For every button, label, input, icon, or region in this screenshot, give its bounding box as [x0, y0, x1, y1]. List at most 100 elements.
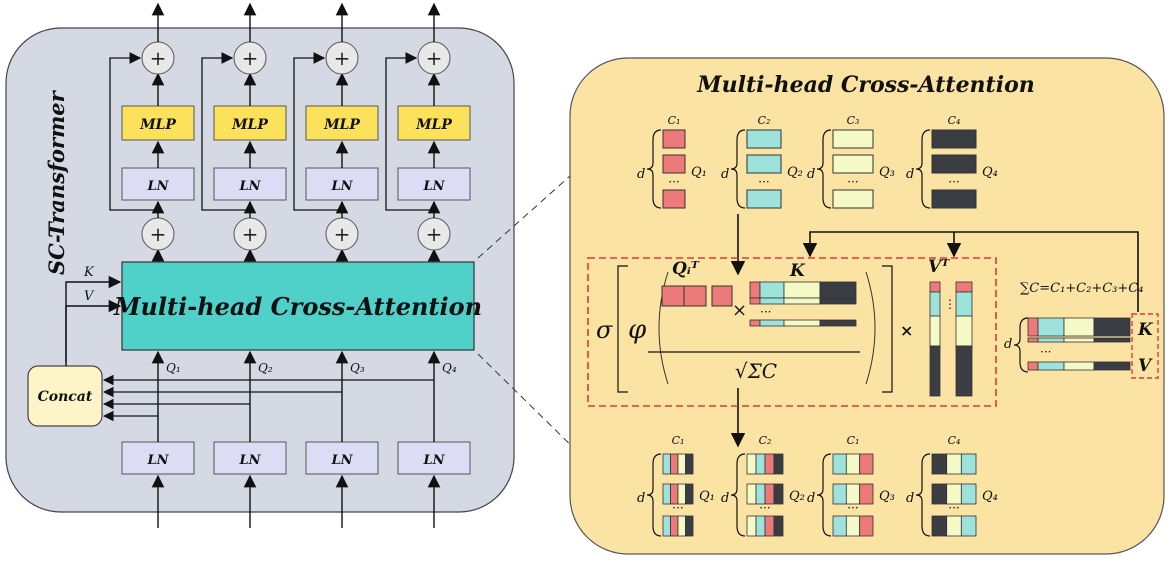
formula-matrices: ⋮···⋮ [661, 281, 973, 397]
output-cell [677, 515, 686, 537]
add-symbol: + [150, 222, 167, 246]
output-cell [845, 515, 861, 537]
v-label: V [84, 289, 95, 304]
c-label: C₁ [672, 434, 685, 447]
kv-cell [1063, 361, 1095, 371]
v-vdots: ⋮ [944, 297, 956, 311]
v-matrix-cell [955, 281, 973, 293]
k-matrix-cell [819, 281, 857, 299]
output-cell [931, 483, 948, 505]
output-cell [960, 515, 977, 537]
output-cell [845, 453, 861, 475]
output-cell [832, 453, 847, 475]
d-label: d [807, 167, 815, 182]
query-row [746, 129, 782, 149]
outer-right-bracket [882, 265, 893, 393]
output-cell [859, 483, 874, 505]
mlp-label: MLP [139, 117, 176, 133]
kv-k-label: K [1137, 320, 1154, 340]
c-label: C₁ [847, 434, 860, 447]
dots: ··· [758, 175, 769, 189]
query-row [832, 189, 874, 209]
kv-cell [1063, 317, 1095, 337]
output-cell [773, 483, 784, 505]
kv-cell [1037, 317, 1065, 337]
kv-highlight-box [1131, 313, 1159, 379]
d-label: d [637, 491, 645, 506]
q-label: Q₁ [699, 489, 715, 504]
kv-to-formula-arrows [802, 231, 1139, 312]
detail-background [569, 57, 1165, 555]
v-matrix-cell [929, 291, 941, 317]
dots: ··· [672, 501, 683, 515]
ln-top-label: LN [422, 179, 445, 194]
kv-d-label: d [1004, 337, 1012, 352]
ln-top-block [305, 167, 379, 201]
residual-connection [293, 52, 342, 211]
ln-bottom-label: LN [330, 453, 353, 468]
k-label: K [83, 265, 95, 280]
add-symbol: + [334, 222, 351, 246]
mlp-block [305, 105, 379, 141]
kv-cell [1027, 361, 1039, 371]
sc-transformer-title: SC-Transformer [44, 89, 69, 275]
output-cell [931, 515, 948, 537]
k-matrix-cell [759, 281, 785, 299]
d-label: d [637, 167, 645, 182]
detail-title: Multi-head Cross-Attention [696, 72, 1035, 98]
output-cell [755, 515, 766, 537]
ln-bottom-label: LN [422, 453, 445, 468]
kv-cell [1063, 337, 1095, 343]
k-matrix-cell [819, 319, 857, 327]
c-label: C₂ [759, 434, 772, 447]
query-row [662, 189, 686, 209]
ln-bottom-label: LN [146, 453, 169, 468]
v-matrix-cell [955, 345, 973, 397]
inner-right-paren [865, 271, 876, 385]
ln-bottom-label: LN [238, 453, 261, 468]
q-label: Q₃ [879, 165, 895, 180]
qi-transpose-label: Qᵢᵀ [672, 259, 700, 279]
kv-cell [1093, 317, 1131, 337]
output-cell [685, 515, 694, 537]
q-label: Q₁ [691, 165, 707, 180]
q-label: Q₃ [879, 489, 895, 504]
c-label: C₂ [758, 114, 771, 127]
k-dots: ··· [760, 305, 771, 319]
output-cell [946, 515, 962, 537]
d-label: d [721, 491, 729, 506]
ln-top-label: LN [330, 179, 353, 194]
q-label: Q₄ [982, 165, 998, 180]
c-label: C₄ [948, 434, 961, 447]
output-cell [764, 515, 775, 537]
dots: ··· [759, 501, 770, 515]
residual-connection [109, 52, 158, 211]
attention-formula: σ φ Qᵢᵀ K Vᵀ × × √ΣC ⋮···⋮ [596, 257, 973, 397]
add-symbol: + [426, 222, 443, 246]
q-label: Q₄ [442, 361, 457, 375]
output-cell [859, 453, 874, 475]
output-cell [685, 453, 694, 475]
output-cell [764, 453, 775, 475]
output-cell [685, 483, 694, 505]
output-cell [773, 453, 784, 475]
add-symbol-top: + [150, 46, 167, 70]
q-label: Q₁ [166, 361, 181, 375]
kv-cell [1037, 337, 1065, 343]
ln-bottom-block [397, 441, 471, 475]
phi-symbol: φ [628, 315, 647, 345]
ln-top-block [121, 167, 195, 201]
output-cell [746, 453, 757, 475]
k-matrix-cell [783, 281, 821, 299]
sqrt-sum-c: √ΣC [735, 359, 777, 383]
brace [915, 453, 931, 537]
output-cell [662, 515, 671, 537]
q-label: Q₂ [258, 361, 273, 375]
add-symbol-top: + [242, 46, 259, 70]
dots: ··· [847, 501, 858, 515]
